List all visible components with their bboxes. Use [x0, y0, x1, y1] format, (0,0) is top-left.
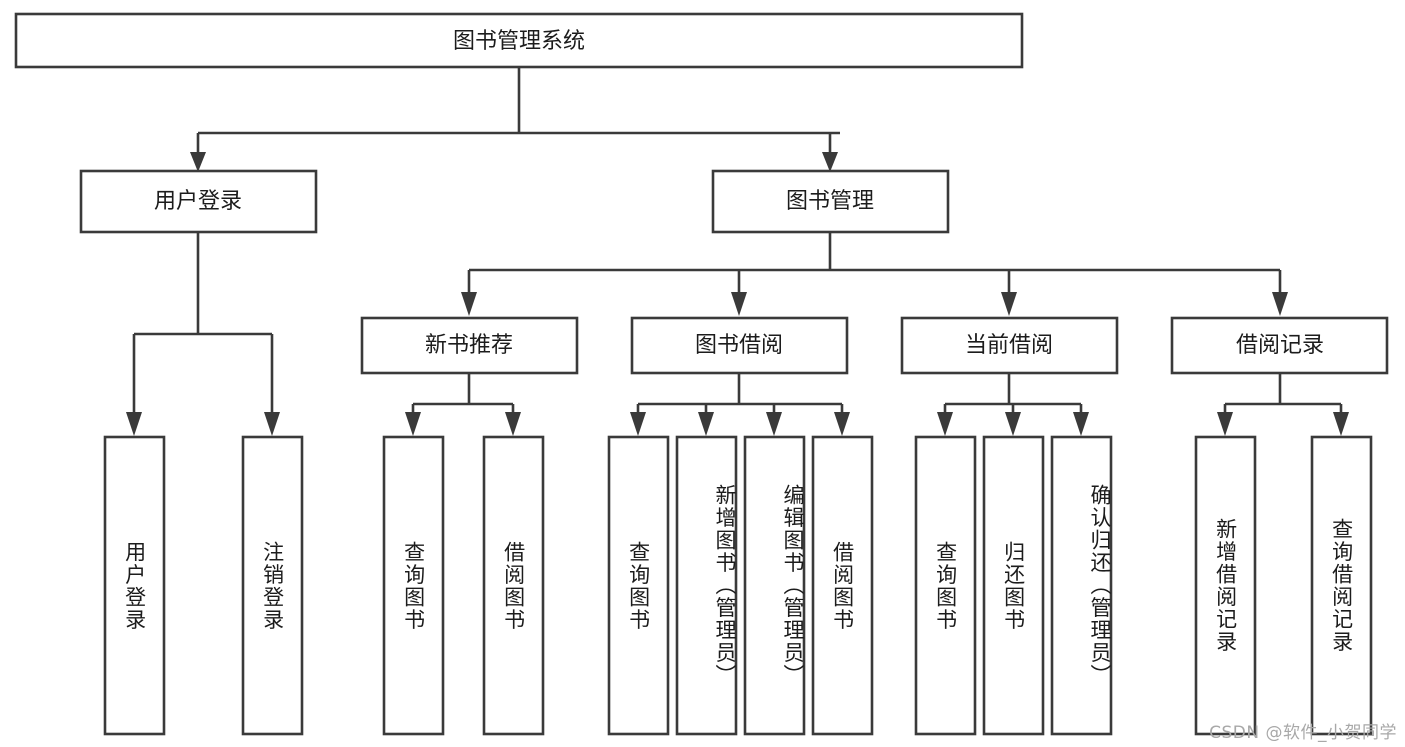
connector-userlogin-to-leaves — [126, 232, 280, 436]
node-book-manage-label: 图书管理 — [786, 189, 874, 214]
node-user-login-label: 用户登录 — [154, 189, 242, 214]
node-root-label: 图书管理系统 — [453, 29, 585, 54]
node-book-borrow[interactable]: 图书借阅 — [630, 316, 849, 375]
node-leaf-borrow-book-1[interactable] — [482, 435, 545, 736]
node-leaf-query-record[interactable] — [1310, 435, 1373, 736]
node-leaf-query-book-1[interactable] — [382, 435, 445, 736]
node-leaf-borrow-book-2[interactable] — [811, 435, 874, 736]
node-current-borrow[interactable]: 当前借阅 — [900, 316, 1119, 375]
node-current-borrow-label: 当前借阅 — [965, 333, 1053, 358]
node-user-login[interactable]: 用户登录 — [79, 169, 318, 234]
node-leaf-user-logout[interactable] — [241, 435, 304, 736]
node-borrow-record-label: 借阅记录 — [1236, 333, 1324, 358]
connector-borrowrecord-to-leaves — [1217, 373, 1349, 436]
node-book-borrow-label: 图书借阅 — [695, 333, 783, 358]
node-new-book-recommend-label: 新书推荐 — [425, 333, 513, 358]
watermark-text: CSDN @软件_小贺同学 — [1209, 723, 1397, 743]
connector-currentborrow-to-leaves — [937, 373, 1089, 436]
connector-bookmanage-to-level3 — [461, 232, 1288, 316]
node-leaf-return-book[interactable] — [982, 435, 1045, 736]
connector-bookborrow-to-leaves — [630, 373, 850, 436]
node-book-manage[interactable]: 图书管理 — [711, 169, 950, 234]
node-leaf-edit-book[interactable] — [743, 435, 806, 736]
node-leaf-user-login[interactable] — [103, 435, 166, 736]
node-leaf-confirm-return[interactable] — [1050, 435, 1113, 736]
node-new-book-recommend[interactable]: 新书推荐 — [360, 316, 579, 375]
node-leaf-query-book-2[interactable] — [607, 435, 670, 736]
connector-newbook-to-leaves — [405, 373, 521, 436]
node-leaf-query-book-3[interactable] — [914, 435, 977, 736]
node-leaf-add-record[interactable] — [1194, 435, 1257, 736]
node-leaf-add-book[interactable] — [675, 435, 738, 736]
connector-root-to-level2 — [190, 67, 840, 172]
node-root[interactable]: 图书管理系统 — [14, 12, 1024, 69]
node-borrow-record[interactable]: 借阅记录 — [1170, 316, 1389, 375]
